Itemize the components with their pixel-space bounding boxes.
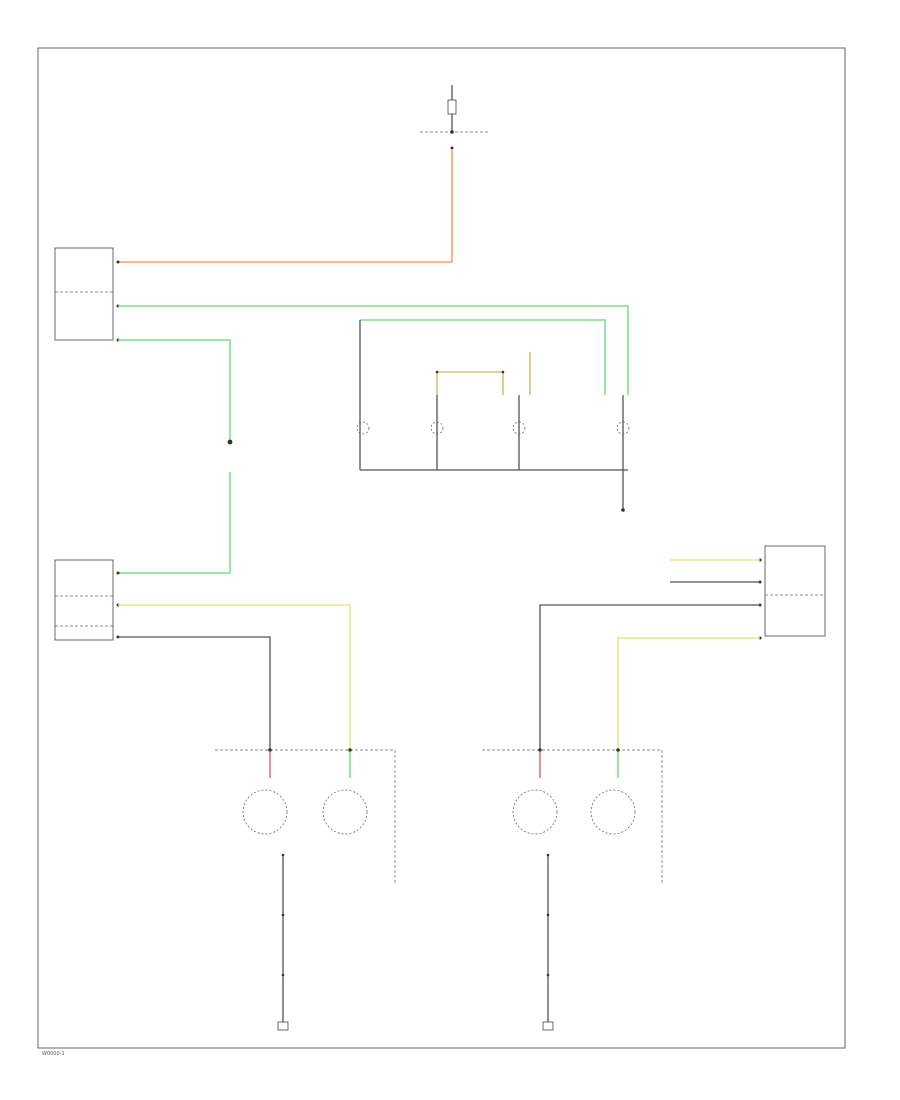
orange-power-wire bbox=[118, 150, 453, 263]
black-wire-right bbox=[539, 604, 760, 750]
left-transmission-connector bbox=[215, 748, 396, 1031]
yellow-wire-left bbox=[118, 604, 351, 750]
diagram-frame bbox=[37, 47, 846, 1049]
fuse-block-top bbox=[420, 85, 490, 150]
black-wire-left bbox=[118, 636, 271, 750]
green-wire-inner bbox=[360, 319, 606, 395]
green-wire-bcm-down bbox=[118, 339, 231, 440]
body-control-module bbox=[54, 247, 120, 342]
right-transmission-connector bbox=[482, 748, 663, 1031]
splice-node bbox=[227, 439, 233, 445]
transmission-control-module bbox=[758, 545, 826, 640]
footer-code: W0000-1 bbox=[42, 1051, 65, 1057]
powertrain-control-module bbox=[54, 559, 120, 641]
green-wire-top bbox=[118, 305, 629, 395]
yellow-wire-right bbox=[617, 637, 760, 750]
lamp-cluster bbox=[356, 320, 630, 512]
